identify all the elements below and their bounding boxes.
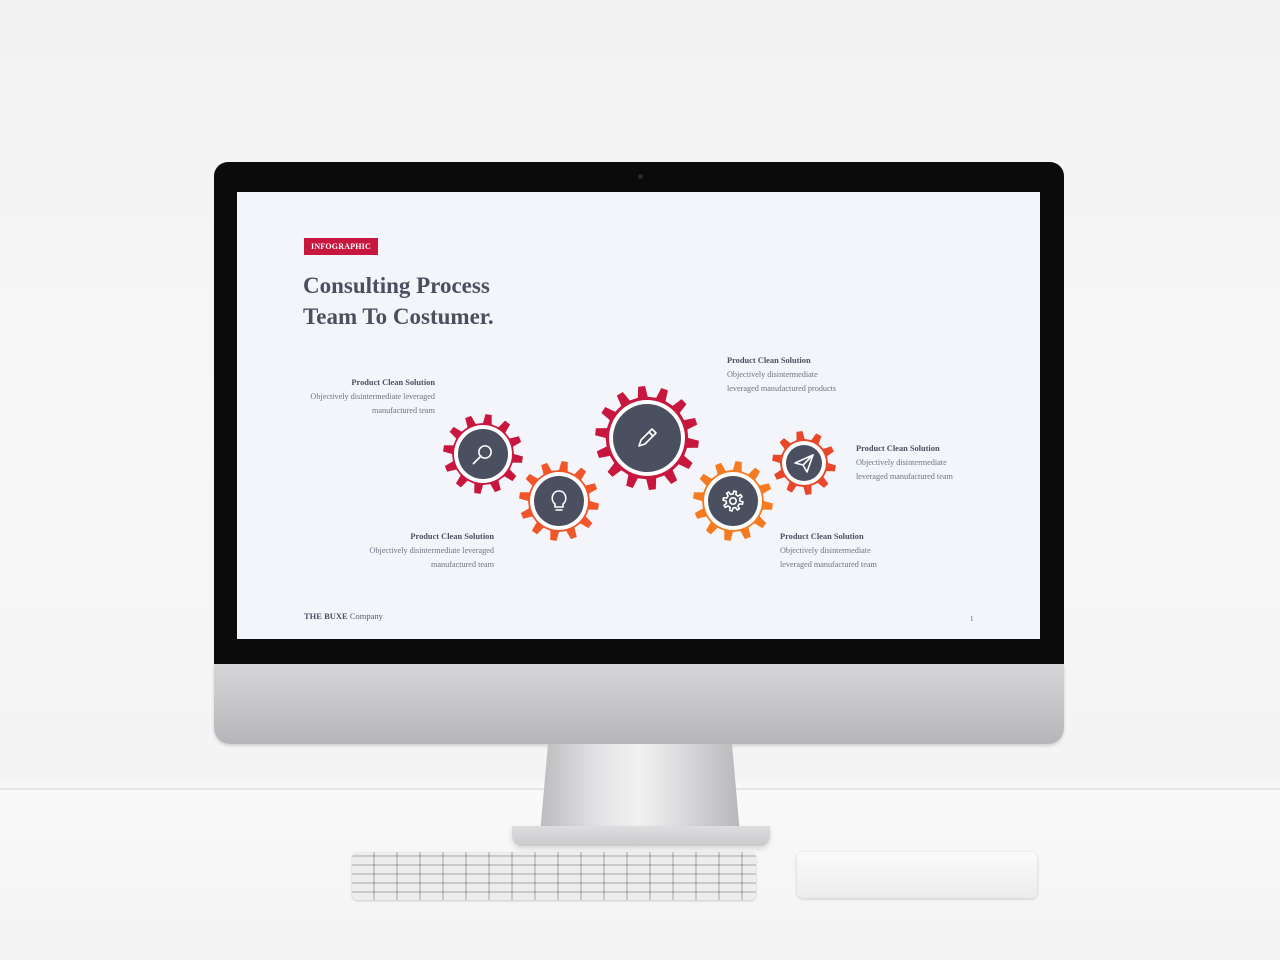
- annotation-2: Product Clean Solution Objectively disin…: [324, 530, 494, 572]
- page-number: 1: [970, 615, 974, 623]
- annotation-text: Objectively disintermediate: [856, 458, 947, 467]
- annotation-5: Product Clean Solution Objectively disin…: [780, 530, 950, 572]
- slide-title-line1: Consulting Process: [303, 273, 490, 298]
- brand-bold: THE BUXE: [304, 611, 348, 621]
- gear-infographic: [443, 386, 836, 541]
- monitor-chin: [214, 664, 1064, 744]
- slide-title: Consulting Process Team To Costumer.: [303, 270, 603, 332]
- annotation-text: leveraged manufactured team: [856, 472, 953, 481]
- presentation-slide: INFOGRAPHIC Consulting Process Team To C…: [237, 192, 1040, 639]
- annotation-heading: Product Clean Solution: [727, 356, 811, 365]
- annotation-heading: Product Clean Solution: [351, 378, 435, 387]
- annotation-4: Product Clean Solution Objectively disin…: [856, 442, 1026, 484]
- annotation-heading: Product Clean Solution: [856, 444, 940, 453]
- annotation-heading: Product Clean Solution: [780, 532, 864, 541]
- annotation-text: manufactured team: [431, 560, 494, 569]
- annotation-text: leveraged manufactured team: [780, 560, 877, 569]
- annotation-text: manufactured team: [372, 406, 435, 415]
- gear-core: [458, 429, 508, 479]
- gear-core: [613, 404, 681, 472]
- gear-1: [443, 414, 523, 494]
- keyboard: [352, 852, 756, 900]
- lightbulb-icon: [551, 490, 567, 511]
- gear-2: [519, 461, 599, 541]
- monitor-stand: [540, 744, 740, 834]
- trackpad: [797, 852, 1037, 898]
- brand-rest: Company: [347, 611, 383, 621]
- annotation-text: Objectively disintermediate: [727, 370, 818, 379]
- annotation-text: Objectively disintermediate leveraged: [369, 546, 494, 555]
- gear-3: [595, 386, 699, 490]
- annotation-text: Objectively disintermediate: [780, 546, 871, 555]
- gear-5: [772, 431, 836, 495]
- annotation-3: Product Clean Solution Objectively disin…: [727, 354, 897, 396]
- paper-plane-icon: [794, 454, 814, 473]
- annotation-1: Product Clean Solution Objectively disin…: [265, 376, 435, 418]
- annotation-text: leveraged manufactured products: [727, 384, 837, 393]
- pencil-icon: [638, 428, 657, 447]
- slide-tag: INFOGRAPHIC: [304, 238, 378, 255]
- monitor-stand-base: [512, 826, 770, 846]
- annotation-heading: Product Clean Solution: [410, 532, 494, 541]
- magnifier-icon: [472, 445, 492, 465]
- footer-brand: THE BUXE Company: [304, 611, 383, 621]
- gear-core: [534, 476, 584, 526]
- gear-4: [693, 461, 773, 541]
- annotation-text: Objectively disintermediate leveraged: [310, 392, 435, 401]
- slide-title-line2: Team To Costumer.: [303, 304, 494, 329]
- camera-icon: [638, 174, 643, 179]
- gear-core: [708, 476, 758, 526]
- gear-icon: [722, 490, 744, 512]
